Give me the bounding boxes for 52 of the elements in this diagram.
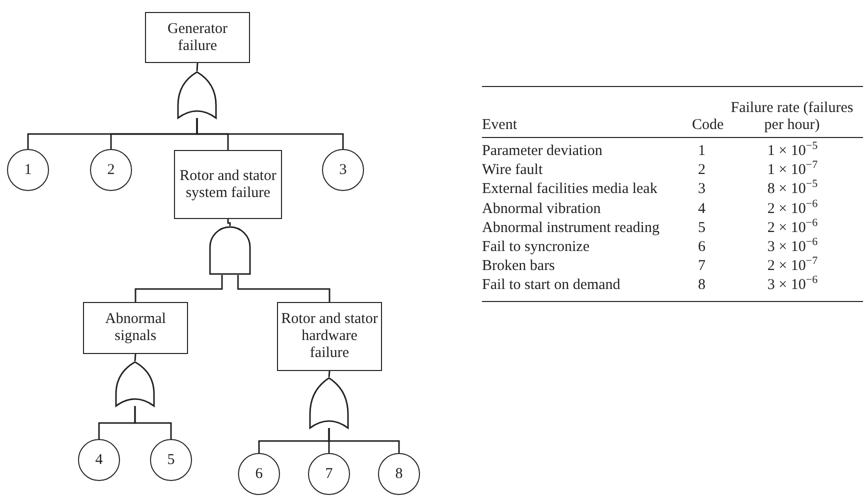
rate-cell-text: 1 × 10$^{−5}$ <box>766 143 819 160</box>
code-cell: 7 <box>698 258 706 276</box>
column-header: Event <box>482 117 517 134</box>
basic-event-circle: 5 <box>150 439 192 481</box>
rate-cell-text: 3 × 10$^{−6}$ <box>766 239 819 256</box>
event-cell: External facilities media leak <box>482 181 658 198</box>
column-header: Failure rate (failures per hour) <box>730 100 854 134</box>
connector-line <box>134 354 136 362</box>
event-box: Rotor and stator hardware failure <box>277 302 382 371</box>
code-cell: 3 <box>698 181 706 198</box>
code-cell: 1 <box>698 143 706 160</box>
basic-event-circle: 1 <box>7 149 49 191</box>
connector-line <box>227 219 231 226</box>
rate-cell-text: 1 × 10$^{−7}$ <box>766 162 819 180</box>
connector-line <box>134 406 172 439</box>
rate-cell-text: 2 × 10$^{−6}$ <box>766 220 819 237</box>
code-cell: 2 <box>698 162 706 180</box>
connector-line <box>328 370 330 378</box>
event-box: Rotor and stator system failure <box>174 150 282 219</box>
rate-cell-text: 3 × 10$^{−6}$ <box>766 277 819 294</box>
basic-event-circle: 6 <box>238 453 280 495</box>
and-gate <box>209 226 251 275</box>
event-cell: Wire fault <box>482 162 543 180</box>
event-cell: Parameter deviation <box>482 143 602 160</box>
column-header: Code <box>692 117 724 134</box>
code-cell: 5 <box>698 220 706 237</box>
event-cell: Broken bars <box>482 258 555 276</box>
event-cell: Abnormal instrument reading <box>482 220 660 237</box>
code-cell: 8 <box>698 277 706 294</box>
connector-line <box>328 428 400 453</box>
or-gate <box>177 71 217 120</box>
event-cell: Abnormal vibration <box>482 200 601 218</box>
code-cell: 4 <box>698 200 706 218</box>
code-cell: 6 <box>698 239 706 256</box>
rate-cell-text: 2 × 10$^{−7}$ <box>766 258 819 276</box>
basic-event-circle: 4 <box>78 439 120 481</box>
connector-line <box>134 275 223 302</box>
event-cell: Fail to syncronize <box>482 239 590 256</box>
connector-line <box>196 62 198 72</box>
event-cell: Fail to start on demand <box>482 277 620 294</box>
connector-line <box>196 118 344 149</box>
event-box: Abnormal signals <box>83 302 188 354</box>
event-box: Generator failure <box>145 12 250 63</box>
or-gate <box>309 377 349 430</box>
basic-event-circle: 2 <box>90 149 132 191</box>
or-gate <box>115 361 155 408</box>
connector-line <box>237 275 330 302</box>
rate-cell-text: 2 × 10$^{−6}$ <box>766 200 819 218</box>
basic-event-circle: 7 <box>308 453 350 495</box>
basic-event-circle: 3 <box>322 149 364 191</box>
basic-event-circle: 8 <box>378 453 420 495</box>
rate-cell-text: 8 × 10$^{−5}$ <box>766 181 819 198</box>
